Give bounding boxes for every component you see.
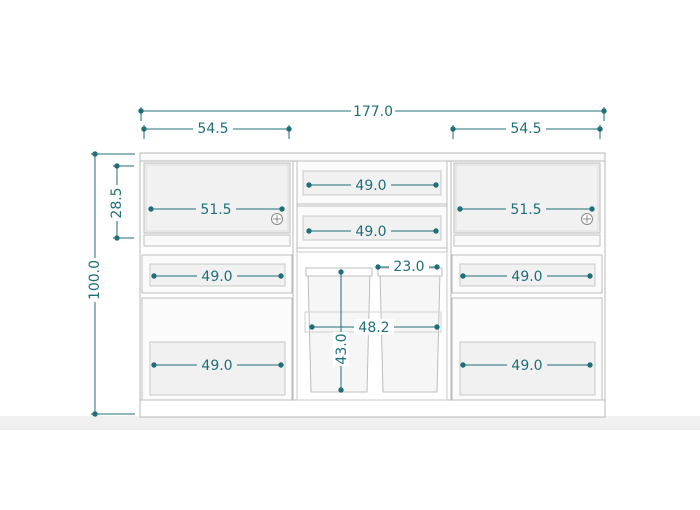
upper-glass-height-label: 28.5 — [109, 187, 125, 218]
bin-width-dim-end-dot — [434, 264, 440, 270]
floor-band — [0, 416, 700, 430]
bin-width-dim-start-dot — [375, 264, 381, 270]
left-drawer-width-label: 49.0 — [201, 269, 232, 285]
dimension-labels: 177.0 54.5 54.5 51.5 51.5 49.0 49.0 49.0… — [86, 103, 547, 374]
overall-width-label: 177.0 — [353, 104, 393, 120]
center-lower-dim-start-dot — [309, 324, 315, 330]
right-drawer-dim-end-dot — [587, 273, 593, 279]
center-drawer-2-dim-end-dot — [433, 228, 439, 234]
center-drawer-2-width-label: 49.0 — [355, 224, 386, 240]
center-drawer-2-dim-start-dot — [306, 228, 312, 234]
left-lower-door-width-label: 49.0 — [201, 358, 232, 374]
left-lower-door-dim-start-dot — [151, 362, 157, 368]
left-lower-door — [141, 297, 293, 401]
right-glass-door-width-label: 51.5 — [510, 202, 541, 218]
right-glass-door-dim-end-dot — [589, 206, 595, 212]
center-lower-width-label: 48.2 — [358, 320, 389, 336]
center-drawer-1-width-label: 49.0 — [355, 178, 386, 194]
left-glass-door-dim-start-dot — [148, 206, 154, 212]
bin-height-dim-end-dot — [338, 387, 344, 393]
right-lower-door-dim-start-dot — [460, 362, 466, 368]
center-drawer-1-dim-end-dot — [433, 182, 439, 188]
left-glass-door-dim-end-dot — [279, 206, 285, 212]
left-unit-width-label: 54.5 — [197, 121, 228, 137]
right-drawer-width-label: 49.0 — [511, 269, 542, 285]
right-glass-door — [453, 162, 601, 247]
left-drawer-dim-end-dot — [278, 273, 284, 279]
bin-width-label: 23.0 — [393, 259, 424, 275]
left-glass-door-width-label: 51.5 — [200, 202, 231, 218]
bin-height-label: 43.0 — [334, 333, 350, 364]
right-glass-door-dim-start-dot — [457, 206, 463, 212]
left-glass-door — [143, 162, 291, 247]
right-unit-width-label: 54.5 — [510, 121, 541, 137]
left-lower-door-dim-end-dot — [278, 362, 284, 368]
overall-height-label: 100.0 — [87, 260, 103, 300]
center-drawer-1-dim-start-dot — [306, 182, 312, 188]
right-drawer-dim-start-dot — [460, 273, 466, 279]
right-lower-door-width-label: 49.0 — [511, 358, 542, 374]
center-lower-dim-end-dot — [434, 324, 440, 330]
center-bins — [296, 251, 448, 401]
bin-height-dim-start-dot — [338, 269, 344, 275]
right-lower-door-dim-end-dot — [587, 362, 593, 368]
left-drawer-dim-start-dot — [151, 273, 157, 279]
right-lower-door — [451, 297, 603, 401]
